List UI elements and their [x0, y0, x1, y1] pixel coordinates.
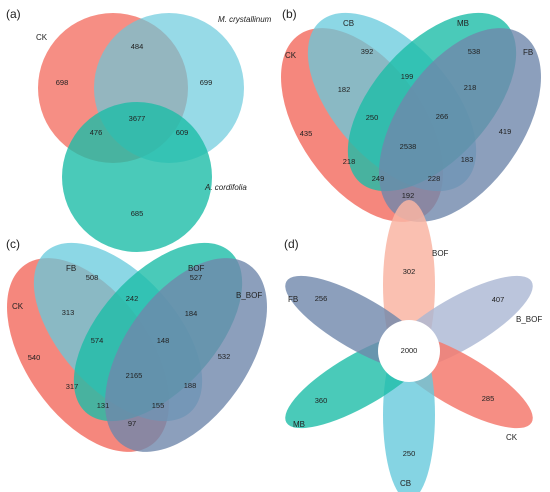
count-mb-only: 538	[468, 47, 481, 56]
count-core: 2000	[401, 346, 418, 355]
set-ck-label: CK	[12, 302, 24, 311]
count-region-2538: 2538	[400, 142, 417, 151]
set-ac-circle	[62, 102, 212, 252]
set-bbof-ellipse	[105, 258, 267, 452]
set-cb-label: CB	[343, 19, 354, 28]
count-bof-only: 527	[190, 273, 203, 282]
set-bof-label: BOF	[188, 264, 205, 273]
panel-c: (c) CK FB BOF B_BOF 540 508 527 532 313 …	[6, 237, 267, 452]
set-bbof-label: B_BOF	[236, 291, 262, 300]
count-all: 3677	[129, 114, 146, 123]
set-ck-label: CK	[285, 51, 297, 60]
count-mb-only: 360	[315, 396, 328, 405]
set-mc-label: M. crystallinum	[218, 15, 272, 24]
panel-b: (b) CK CB MB FB 435 392 538 419 182 199 …	[281, 7, 541, 222]
set-bbof-label: B_BOF	[516, 315, 542, 324]
panel-c-tag: (c)	[6, 237, 20, 251]
count-region-218b: 218	[343, 157, 356, 166]
count-region-199: 199	[401, 72, 414, 81]
count-fb-only: 508	[86, 273, 99, 282]
set-mb-label: MB	[457, 19, 469, 28]
count-region-313: 313	[62, 308, 75, 317]
count-bbof-only: 407	[492, 295, 505, 304]
count-region-192: 192	[402, 191, 415, 200]
core-circle	[378, 320, 440, 382]
count-region-131: 131	[97, 401, 110, 410]
count-ac-only: 685	[131, 209, 144, 218]
set-fb-label: FB	[523, 48, 533, 57]
set-fb-label: FB	[288, 295, 298, 304]
count-region-574: 574	[91, 336, 104, 345]
count-region-250: 250	[366, 113, 379, 122]
count-fb-only: 419	[499, 127, 512, 136]
count-fb-only: 256	[315, 294, 328, 303]
panel-a-tag: (a)	[6, 7, 21, 21]
count-region-2165: 2165	[126, 371, 143, 380]
count-region-148: 148	[157, 336, 170, 345]
count-ck-mc: 484	[131, 42, 144, 51]
count-region-218a: 218	[464, 83, 477, 92]
count-region-183: 183	[461, 155, 474, 164]
count-region-97: 97	[128, 419, 136, 428]
count-ck-only: 285	[482, 394, 495, 403]
set-mb-label: MB	[293, 420, 305, 429]
count-cb-only: 250	[403, 449, 416, 458]
count-region-182: 182	[338, 85, 351, 94]
count-region-242: 242	[126, 294, 139, 303]
panel-a: (a) CK M. crystallinum A. cordifolia 698…	[6, 7, 272, 252]
count-mc-only: 699	[200, 78, 213, 87]
set-fb-ellipse	[379, 28, 541, 222]
panel-b-tag: (b)	[282, 7, 297, 21]
panel-d: (d) BOF B_BOF CK CB MB FB 302 407 285 25…	[284, 200, 542, 492]
count-ck-only: 540	[28, 353, 41, 362]
count-region-188: 188	[184, 381, 197, 390]
set-cb-label: CB	[400, 479, 411, 488]
count-bbof-only: 532	[218, 352, 231, 361]
count-ck-only: 435	[300, 129, 313, 138]
count-region-266: 266	[436, 112, 449, 121]
set-ck-label: CK	[36, 33, 48, 42]
count-mc-ac: 609	[176, 128, 189, 137]
count-cb-only: 392	[361, 47, 374, 56]
count-ck-only: 698	[56, 78, 69, 87]
count-region-184: 184	[185, 309, 198, 318]
count-region-155: 155	[152, 401, 165, 410]
set-bof-label: BOF	[432, 249, 449, 258]
count-region-228: 228	[428, 174, 441, 183]
set-ck-label: CK	[506, 433, 518, 442]
count-region-249: 249	[372, 174, 385, 183]
count-bof-only: 302	[403, 267, 416, 276]
count-region-317: 317	[66, 382, 79, 391]
set-ac-label: A. cordifolia	[204, 183, 247, 192]
set-fb-label: FB	[66, 264, 76, 273]
panel-d-tag: (d)	[284, 237, 299, 251]
count-ck-ac: 476	[90, 128, 103, 137]
